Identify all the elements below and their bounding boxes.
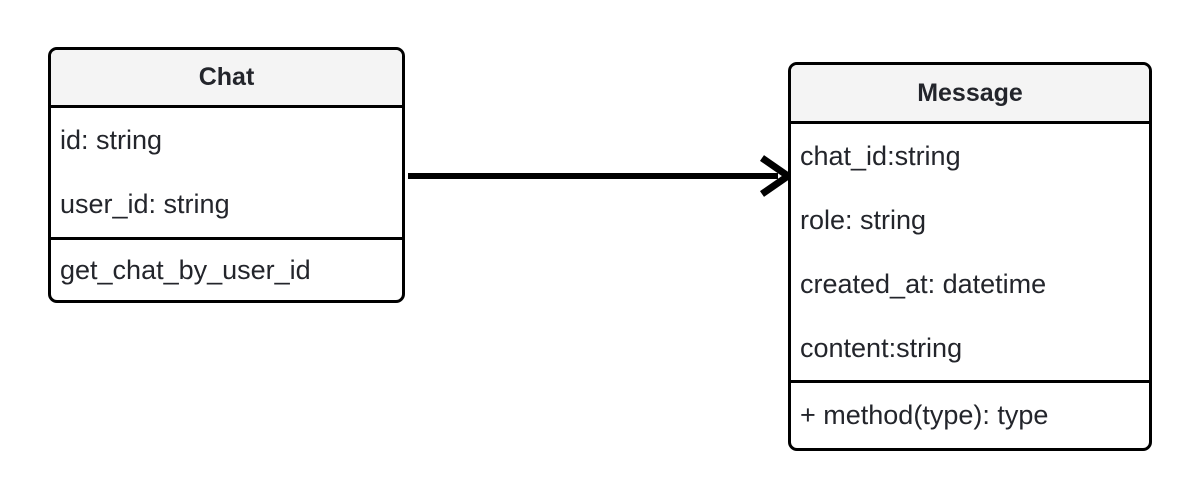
attribute-row: content:string [800,332,963,363]
methods-compartment-chat: get_chat_by_user_id [51,240,402,300]
methods-compartment-message: + method(type): type [791,383,1149,448]
attributes-compartment-chat: id: string user_id: string [51,108,402,240]
attribute-row: role: string [800,204,927,235]
association-arrow-chat-to-message [408,155,795,197]
attribute-row: id: string [60,124,163,155]
class-title-message: Message [791,65,1149,124]
class-box-chat[interactable]: Chat id: string user_id: string get_chat… [48,47,405,303]
attribute-row: chat_id:string [800,140,961,171]
method-row: get_chat_by_user_id [60,254,311,285]
attribute-row: user_id: string [60,189,230,220]
attributes-compartment-message: chat_id:string role: string created_at: … [791,124,1149,383]
class-box-message[interactable]: Message chat_id:string role: string crea… [788,62,1152,451]
attribute-row: created_at: datetime [800,268,1047,299]
class-title-chat: Chat [51,50,402,108]
method-row: + method(type): type [800,400,1049,430]
